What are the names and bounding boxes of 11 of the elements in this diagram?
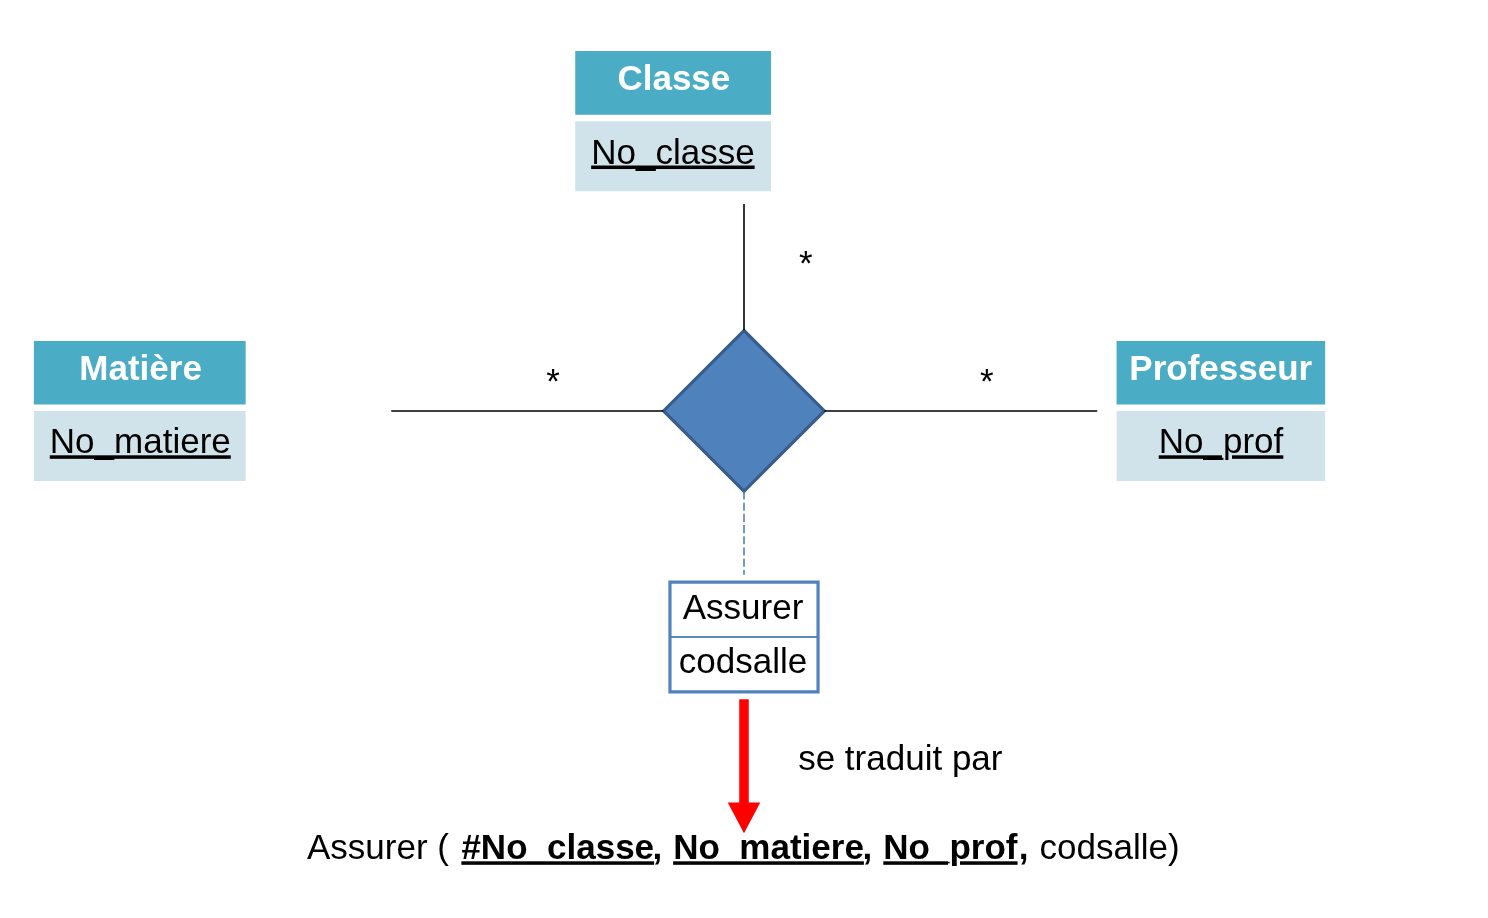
edge-label: se traduit par [798, 737, 1003, 777]
connector [823, 409, 1098, 412]
arrow [727, 698, 761, 833]
connector [390, 409, 665, 412]
edge-label: * [980, 360, 994, 400]
node-text: Assurer ( #No_classe, No_matiere, No_prof, codsalle) [306, 826, 1180, 866]
connector [743, 490, 745, 575]
node-diamond [661, 327, 827, 494]
edge-label: * [798, 242, 813, 282]
connector [743, 202, 745, 331]
edge-label: * [546, 360, 560, 400]
